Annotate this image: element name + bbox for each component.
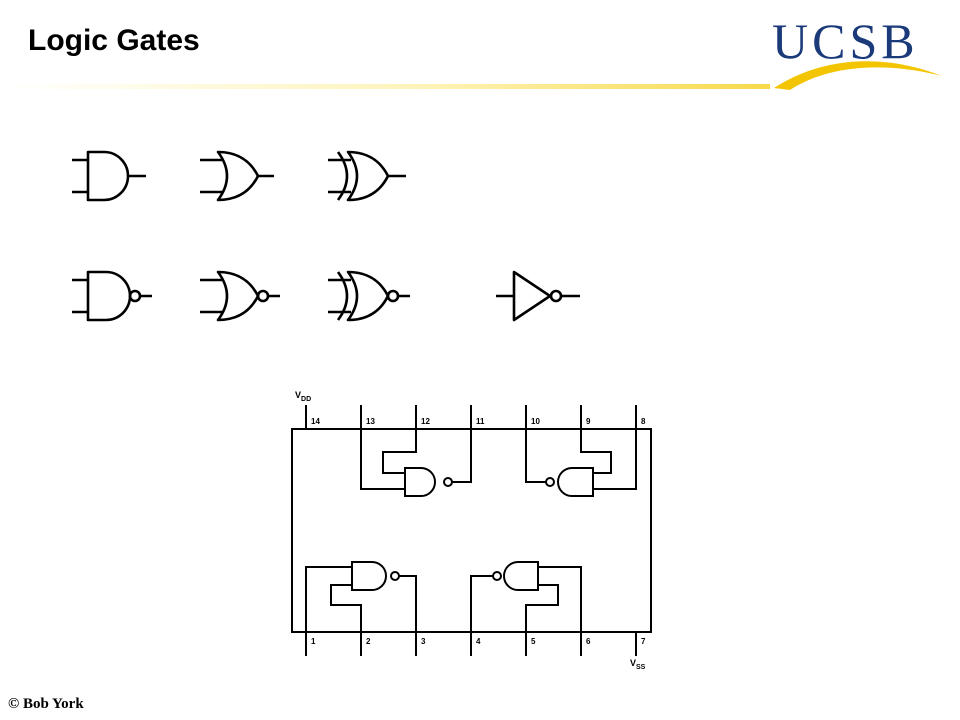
- pin-label-2: 2: [366, 637, 371, 646]
- xnor-gate: [328, 270, 410, 322]
- ucsb-logo: UCSB: [760, 10, 950, 92]
- pin-label-14: 14: [311, 417, 320, 426]
- pin-label-3: 3: [421, 637, 426, 646]
- nand-gate: [72, 270, 152, 322]
- not-gate: [496, 270, 580, 322]
- pin-label-1: 1: [311, 637, 316, 646]
- slide-title: Logic Gates: [28, 24, 200, 57]
- pin-label-4: 4: [476, 637, 481, 646]
- bottom-pin-leads: [305, 632, 637, 656]
- xor-gate: [328, 150, 406, 202]
- pin-label-12: 12: [421, 417, 430, 426]
- top-pin-leads: [305, 405, 637, 429]
- pin-label-5: 5: [531, 637, 536, 646]
- logo-swoosh-icon: [774, 61, 942, 90]
- nor-gate: [200, 270, 280, 322]
- pin-label-9: 9: [586, 417, 591, 426]
- header-rule: [0, 84, 770, 89]
- and-gate: [72, 150, 146, 202]
- vdd-label: VDD: [295, 390, 311, 403]
- pin-label-8: 8: [641, 417, 646, 426]
- chip-gate-d: [470, 561, 582, 632]
- pin-label-10: 10: [531, 417, 540, 426]
- pin-label-6: 6: [586, 637, 591, 646]
- copyright-icon: ©: [8, 696, 20, 712]
- vss-label: VSS: [630, 658, 646, 671]
- author-name: Bob York: [22, 696, 84, 712]
- chip-gate-b: [525, 429, 637, 497]
- pin-label-13: 13: [366, 417, 375, 426]
- pin-label-7: 7: [641, 637, 646, 646]
- pin-label-11: 11: [476, 417, 485, 426]
- footer-credit: © Bob York: [8, 696, 84, 713]
- chip-gate-c: [305, 561, 417, 632]
- gate-symbols: [72, 150, 580, 322]
- logo-text: UCSB: [772, 13, 919, 69]
- chip-gate-a: [360, 429, 472, 497]
- or-gate: [200, 150, 274, 202]
